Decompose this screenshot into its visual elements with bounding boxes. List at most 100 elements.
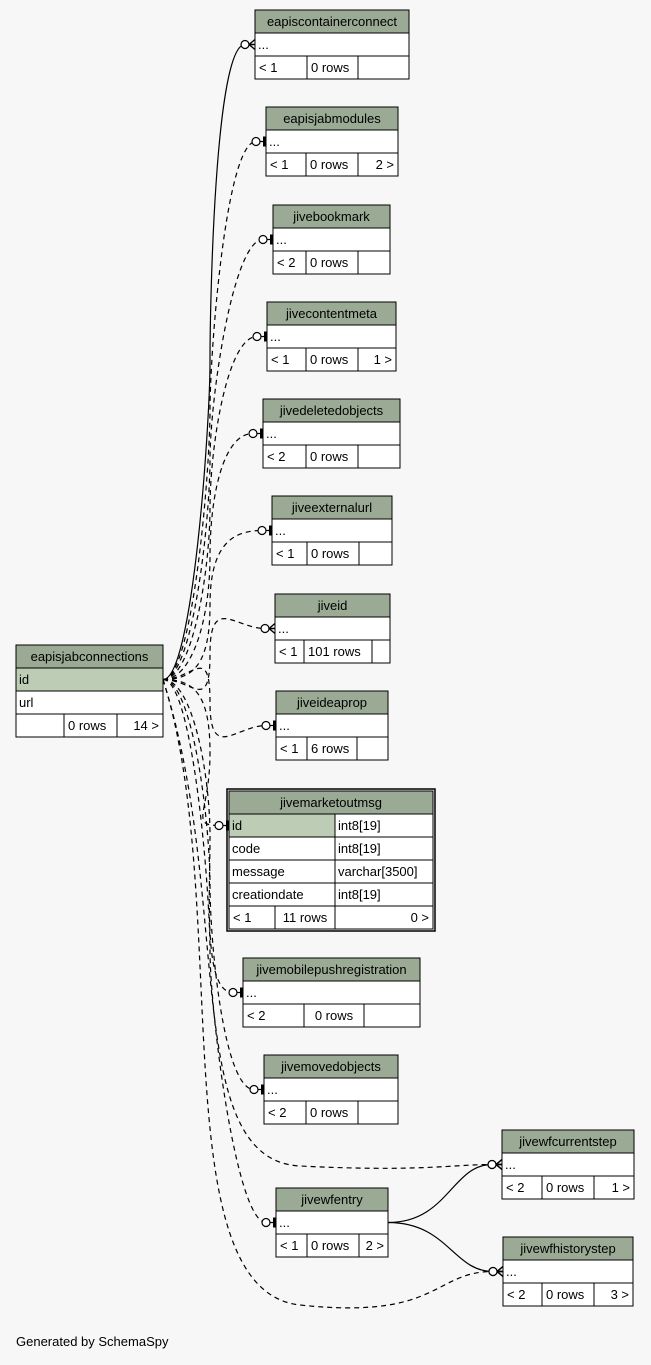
focus-outline — [226, 788, 436, 932]
stats-row — [254, 55, 410, 80]
stats-row — [263, 1100, 399, 1125]
column-name: ... — [246, 985, 257, 1000]
parents-count: < 2 — [506, 1180, 524, 1195]
stats-row — [271, 541, 393, 566]
optional-marker — [261, 1217, 271, 1228]
optional-marker — [252, 331, 262, 342]
table-name: jiveideaprop — [296, 695, 367, 710]
crowfoot-marker — [248, 38, 256, 51]
one-marker — [270, 234, 273, 245]
relationship-line — [162, 679, 494, 1309]
stats-row — [15, 713, 164, 738]
optional-marker — [251, 136, 261, 147]
relationship-line — [162, 678, 220, 827]
column-type: int8[19] — [338, 818, 381, 833]
column-name: ... — [279, 1215, 290, 1230]
relationship-line — [162, 667, 267, 738]
key-cell — [229, 814, 335, 837]
relationship-line — [162, 529, 263, 681]
column-name: id — [19, 672, 29, 687]
one-marker — [269, 525, 272, 536]
column-name: message — [232, 864, 285, 879]
row-count: 0 rows — [311, 60, 350, 75]
column-row — [262, 421, 401, 446]
table-name: eapiscontainerconnect — [267, 14, 397, 29]
column-type: varchar[3500] — [338, 864, 418, 879]
stats-row — [501, 1175, 635, 1200]
optional-marker — [248, 428, 258, 439]
parents-count: < 1 — [233, 910, 251, 925]
table-name: jivedeletedobjects — [279, 403, 384, 418]
one-marker — [260, 428, 263, 439]
column-row — [272, 227, 391, 252]
table-name: jivemovedobjects — [280, 1059, 381, 1074]
crowfoot-marker — [495, 1158, 503, 1171]
column-name: ... — [270, 329, 281, 344]
row-count: 0 rows — [310, 157, 349, 172]
key-cell — [16, 668, 163, 691]
row-count: 0 rows — [310, 1105, 349, 1120]
column-name: ... — [279, 718, 290, 733]
parents-count: < 1 — [259, 60, 277, 75]
parents-count: < 2 — [267, 449, 285, 464]
column-row — [501, 1152, 635, 1177]
footer-credit: Generated by SchemaSpy — [16, 1334, 169, 1349]
column-name: ... — [506, 1264, 517, 1279]
optional-marker — [249, 1084, 259, 1095]
parents-count: < 1 — [276, 546, 294, 561]
column-name: creationdate — [232, 887, 304, 902]
one-marker — [264, 331, 267, 342]
row-count: 101 rows — [308, 644, 361, 659]
table-name: eapisjabmodules — [283, 111, 381, 126]
one-marker — [273, 1217, 276, 1228]
table-name: jiveexternalurl — [291, 500, 372, 515]
relationship-line — [387, 1163, 493, 1224]
parents-count: < 1 — [280, 1238, 298, 1253]
relationship-line — [162, 43, 246, 681]
relationship-line — [387, 1221, 494, 1273]
column-name: ... — [275, 523, 286, 538]
relationship-line — [162, 618, 266, 690]
column-name: ... — [258, 37, 269, 52]
relationship-line — [162, 335, 258, 681]
row-count: 0 rows — [310, 352, 349, 367]
optional-marker — [487, 1159, 497, 1170]
table-jiveexternalurl[interactable]: jiveexternalurl... < 1 0 rows — [271, 495, 393, 566]
stats-row — [275, 1233, 389, 1258]
parents-count: < 1 — [270, 157, 288, 172]
column-row — [263, 1077, 399, 1102]
stats-row — [266, 347, 397, 372]
parents-count: < 2 — [268, 1105, 286, 1120]
optional-marker — [257, 525, 267, 536]
row-count: 0 rows — [311, 546, 350, 561]
table-name: jivemobilepushregistration — [255, 962, 406, 977]
parents-count: < 2 — [277, 255, 295, 270]
table-name: eapisjabconnections — [31, 649, 149, 664]
table-eapiscontainerconnect[interactable]: eapiscontainerconnect... < 1 0 rows — [254, 9, 410, 80]
stats-row — [228, 905, 434, 930]
relationship-line — [162, 140, 257, 681]
children-count: 0 > — [411, 910, 429, 925]
row-count: 0 rows — [546, 1287, 585, 1302]
relationship-line — [162, 432, 254, 681]
parents-count: < 2 — [247, 1008, 265, 1023]
relationship-line — [162, 678, 267, 1224]
row-count: 6 rows — [311, 741, 350, 756]
children-count: 3 > — [611, 1287, 629, 1302]
row-count: 0 rows — [68, 718, 107, 733]
row-count: 11 rows — [283, 910, 328, 925]
